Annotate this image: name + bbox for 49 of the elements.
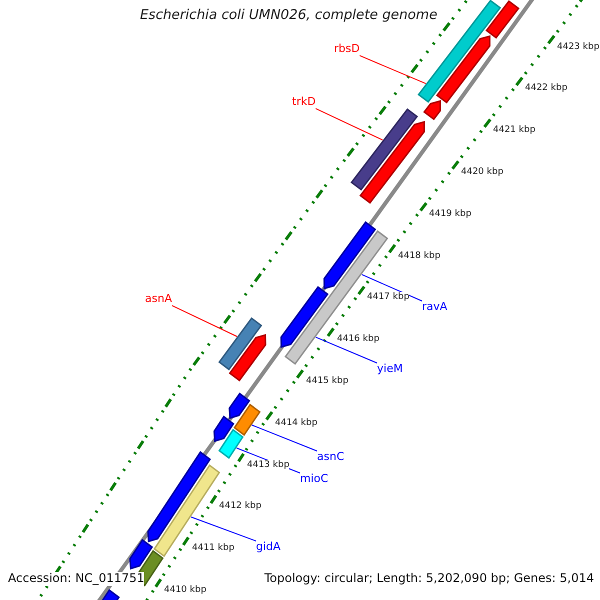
leader-line <box>359 55 426 84</box>
gene-label: rbsD <box>334 43 360 56</box>
tick-label: 4410 kbp <box>164 585 206 596</box>
leader-line <box>315 336 378 364</box>
gene-bar <box>323 221 376 290</box>
tick-label: 4415 kbp <box>306 376 348 386</box>
tick-label: 4418 kbp <box>398 251 440 262</box>
gene-bar <box>147 451 212 542</box>
leader-line <box>361 274 422 302</box>
gene-bar <box>228 392 250 420</box>
tick-label: 4416 kbp <box>337 334 380 344</box>
gene-bar <box>129 538 154 570</box>
tick-label: 4413 kbp <box>247 460 290 470</box>
gene-bar <box>423 100 441 120</box>
tick-label: 4422 kbp <box>525 83 568 94</box>
map-title: Escherichia coli UMN026, complete genome <box>140 8 438 24</box>
gene-bar <box>485 0 520 39</box>
gene-label: ravA <box>422 301 448 314</box>
gene-bar <box>218 317 262 370</box>
gene-bar <box>233 404 261 436</box>
gene-bar <box>228 334 266 382</box>
gene-label: yieM <box>377 363 403 376</box>
gene-label: asnA <box>145 293 172 306</box>
gene-bar <box>153 464 220 558</box>
leader-line <box>251 424 318 452</box>
gene-bar <box>280 286 329 348</box>
leader-line <box>190 516 256 542</box>
accession-text: Accession: NC_011751 <box>8 572 144 586</box>
gene-bar <box>436 35 490 104</box>
gene-label: trkD <box>292 96 316 109</box>
gene-bar <box>218 428 244 459</box>
genome-stats: Topology: circular; Length: 5,202,090 bp; Genes: 5,014 <box>264 572 594 586</box>
gene-label: gidA <box>256 541 281 554</box>
tick-label: 4411 kbp <box>192 543 234 554</box>
gene-bar <box>213 416 234 442</box>
gene-bar <box>350 108 418 191</box>
tick-label: 4421 kbp <box>493 125 536 136</box>
gene-bar <box>359 120 425 204</box>
tick-label: 4423 kbp <box>557 42 600 52</box>
tick-label: 4414 kbp <box>275 418 318 428</box>
leader-line <box>172 305 238 337</box>
leader-line <box>315 108 384 140</box>
tick-label: 4417 kbp <box>367 292 410 302</box>
tick-label: 4412 kbp <box>219 501 262 512</box>
tick-label: 4419 kbp <box>429 209 472 220</box>
tick-label: 4420 kbp <box>461 167 504 178</box>
gene-bar <box>284 230 388 365</box>
gene-label: asnC <box>317 451 344 464</box>
gene-label: mioC <box>300 473 328 486</box>
